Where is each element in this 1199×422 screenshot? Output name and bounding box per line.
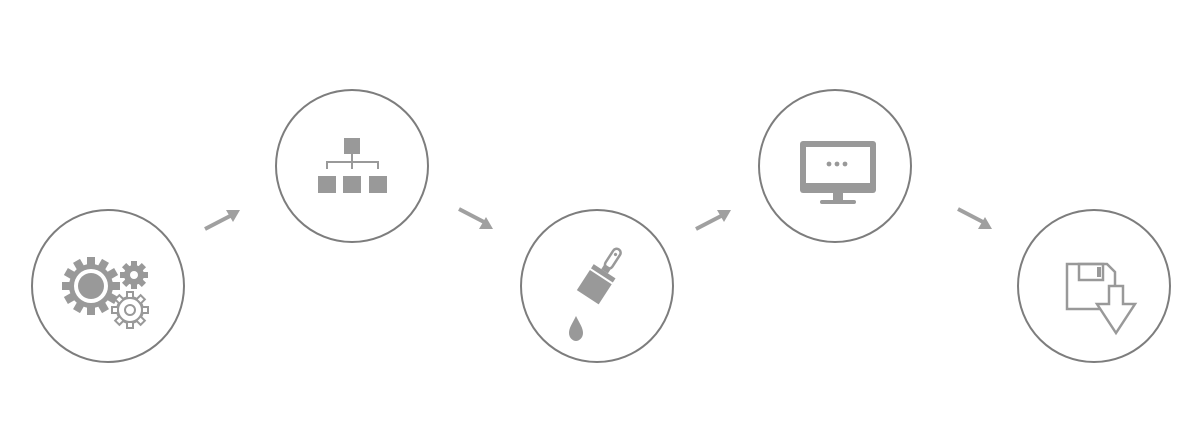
step-configure bbox=[31, 209, 185, 363]
step-structure bbox=[275, 89, 429, 243]
save-download-icon bbox=[1065, 262, 1138, 336]
arrow-down-right-icon bbox=[458, 207, 493, 229]
arrow-up-right-icon bbox=[204, 210, 240, 231]
sitemap-icon bbox=[318, 138, 387, 193]
step-design bbox=[520, 209, 674, 363]
paintbrush-icon bbox=[569, 247, 622, 341]
arrow-up-right-icon bbox=[695, 210, 731, 231]
arrow-down-right-icon bbox=[957, 207, 992, 229]
step-deliver bbox=[1017, 209, 1171, 363]
monitor-icon bbox=[800, 141, 876, 204]
gears-icon bbox=[62, 257, 149, 329]
step-develop bbox=[758, 89, 912, 243]
